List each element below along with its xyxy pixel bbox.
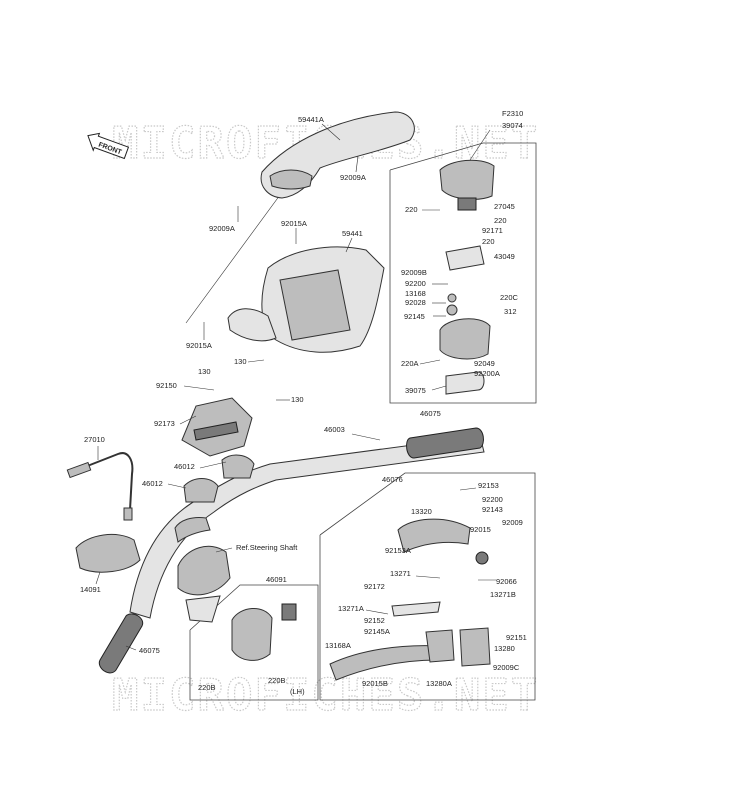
label-130-b: 130 (198, 367, 211, 376)
label-92151: 92151 (506, 633, 527, 642)
label-92171: 92171 (482, 226, 503, 235)
label-92049: 92049 (474, 359, 495, 368)
holder-92173 (181, 397, 253, 457)
lever-group-46076 (329, 518, 491, 681)
label-92066: 92066 (496, 577, 517, 586)
label-59441A: 59441A (298, 115, 324, 124)
left-switch-46091 (231, 603, 297, 661)
label-27045: 27045 (494, 202, 515, 211)
label-92145A: 92145A (364, 627, 390, 636)
label-46003: 46003 (324, 425, 345, 434)
label-13168: 13168 (405, 289, 426, 298)
upper-cover-59441A (260, 111, 415, 199)
housing-14091 (75, 534, 141, 573)
cable-27010 (66, 452, 134, 521)
label-92009A-top: 92009A (340, 173, 366, 182)
label-92009C: 92009C (493, 663, 520, 672)
label-92200A: 92200A (474, 369, 500, 378)
label-92200-r: 92200 (482, 495, 503, 504)
right-switch-39074 (439, 159, 495, 395)
label-92015A-bot: 92015A (186, 341, 212, 350)
label-46075-top: 46075 (420, 409, 441, 418)
label-130-c: 130 (291, 395, 304, 404)
lower-cover-59441 (227, 246, 385, 353)
label-13280: 13280 (494, 644, 515, 653)
label-13271A: 13271A (338, 604, 364, 613)
label-130-a: 130 (234, 357, 247, 366)
frame-right-box (389, 142, 537, 404)
label-59441: 59441 (342, 229, 363, 238)
figure-id: F2310 (502, 109, 523, 118)
steering-shaft-bracket (177, 545, 231, 623)
label-27010: 27010 (84, 435, 105, 444)
label-13280A: 13280A (426, 679, 452, 688)
grip-46075-left (98, 613, 144, 674)
label-220B-b: 220B (268, 676, 286, 685)
label-46091: 46091 (266, 575, 287, 584)
label-92009: 92009 (502, 518, 523, 527)
label-312: 312 (504, 307, 517, 316)
grip-46075-right (406, 427, 484, 459)
label-13168A: 13168A (325, 641, 351, 650)
label-92172: 92172 (364, 582, 385, 591)
label-92152: 92152 (364, 616, 385, 625)
clamp-46012 (183, 454, 255, 503)
frame-switch-box (189, 584, 319, 701)
part-labels: 59441A 92009A 92009A 92015A 92015A 59441… (80, 115, 527, 696)
label-220-a: 220 (405, 205, 418, 214)
label-46075-bot: 46075 (139, 646, 160, 655)
label-92009A-left: 92009A (209, 224, 235, 233)
label-92200: 92200 (405, 279, 426, 288)
label-13271: 13271 (390, 569, 411, 578)
label-92143: 92143 (482, 505, 503, 514)
label-46012-b: 46012 (142, 479, 163, 488)
label-46012-a: 46012 (174, 462, 195, 471)
label-92015A-top: 92015A (281, 219, 307, 228)
ref-steering-shaft: Ref.Steering Shaft (236, 543, 298, 552)
handlebar-46003 (129, 435, 485, 619)
label-92015: 92015 (470, 525, 491, 534)
label-13320: 13320 (411, 507, 432, 516)
label-46076: 46076 (382, 475, 403, 484)
label-43049: 43049 (494, 252, 515, 261)
label-92150: 92150 (156, 381, 177, 390)
watermark-bottom: MICROFICHES.NET (112, 670, 539, 721)
label-39074: 39074 (502, 121, 523, 130)
label-220C: 220C (500, 293, 519, 302)
label-220A: 220A (401, 359, 419, 368)
label-92153: 92153 (478, 481, 499, 490)
label-92015B: 92015B (362, 679, 388, 688)
leader-lines (95, 123, 496, 651)
frame-lever-box (319, 472, 536, 701)
side-note-lh: (LH) (290, 687, 305, 696)
label-13271B: 13271B (490, 590, 516, 599)
label-220-c: 220 (482, 237, 495, 246)
label-220B-a: 220B (198, 683, 216, 692)
label-92028: 92028 (405, 298, 426, 307)
label-92009B: 92009B (401, 268, 427, 277)
label-39075: 39075 (405, 386, 426, 395)
label-14091: 14091 (80, 585, 101, 594)
label-92145: 92145 (404, 312, 425, 321)
label-92173: 92173 (154, 419, 175, 428)
label-92153A: 92153A (385, 546, 411, 555)
label-220-b: 220 (494, 216, 507, 225)
